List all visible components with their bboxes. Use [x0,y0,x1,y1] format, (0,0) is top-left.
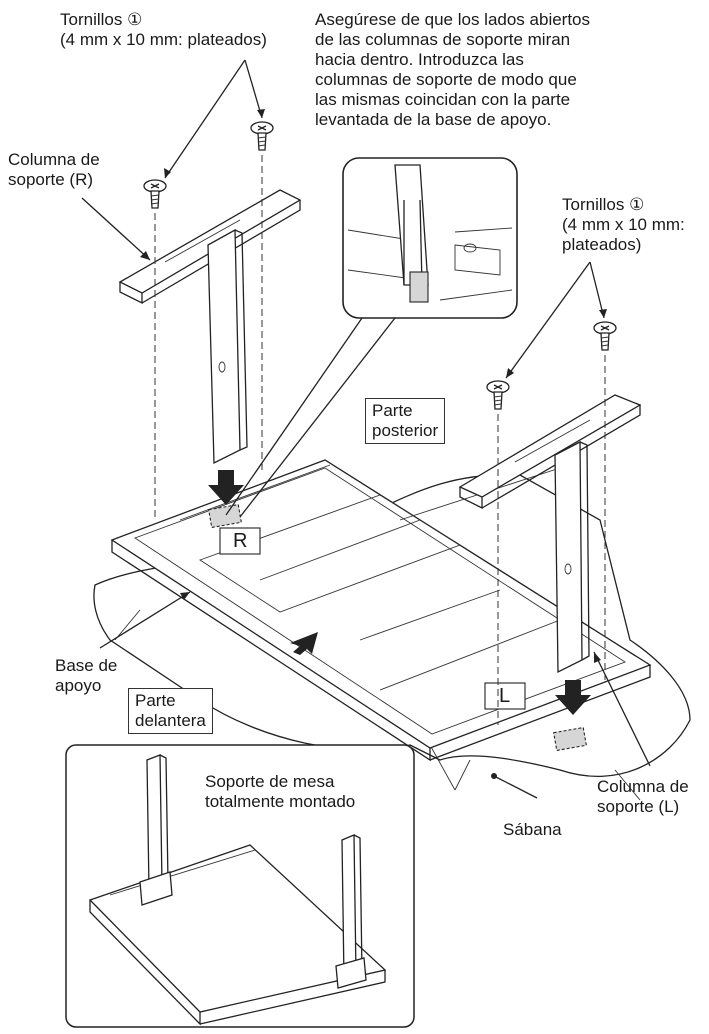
dashed-guides [154,155,606,725]
front-label: Parte delantera [128,688,213,734]
detail-inset [225,157,518,518]
support-column-r [118,189,302,465]
screws-right-label: Tornillos ① (4 mm x 10 mm: plateados) [562,195,685,254]
l-mark: L [499,685,511,707]
insert-arrows [208,470,591,715]
assembled-label: Soporte de mesa totalmente montado [205,772,356,811]
base-label: Base de apoyo [55,656,118,695]
sheet-label: Sábana [503,820,562,839]
base-stand [110,459,652,762]
column-l-label: Columna de soporte (L) [597,777,689,816]
assembled-inset [65,744,415,1028]
column-r-label: Columna de soporte (R) [8,150,100,189]
support-column-l [458,394,642,674]
screws-top-label: Tornillos ① (4 mm x 10 mm: plateados) [60,10,267,49]
instruction-text: Asegúrese de que los lados abiertos de l… [315,10,591,129]
callout-lines [81,59,651,799]
rear-label: Parte posterior [365,398,446,444]
r-mark: R [233,530,248,552]
screw-icons [143,121,617,410]
